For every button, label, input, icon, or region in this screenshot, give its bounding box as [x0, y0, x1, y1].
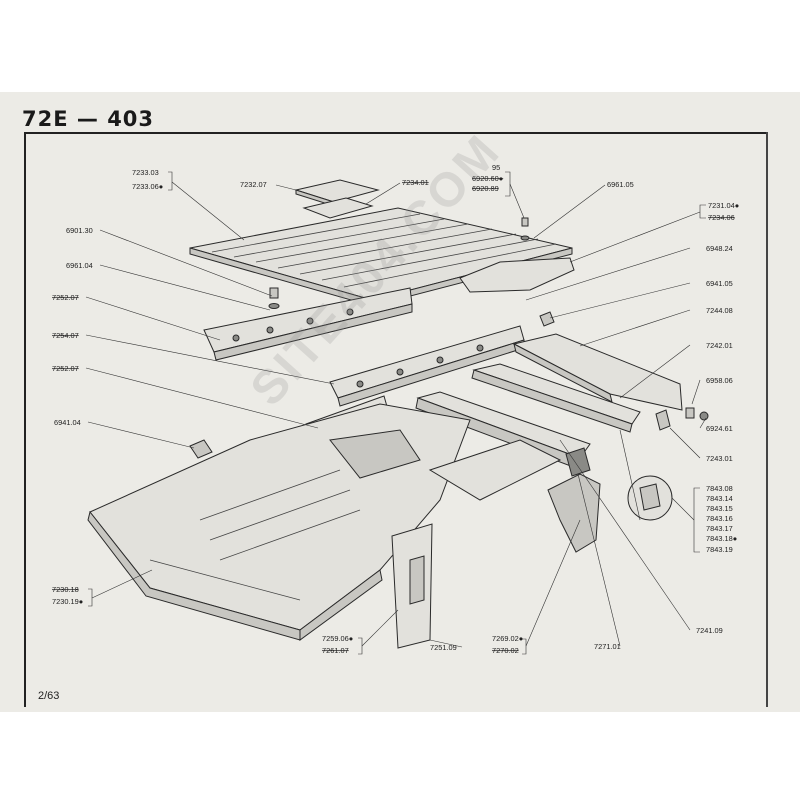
- part-label: 7243.01: [706, 454, 733, 463]
- side-cover-panel: [459, 257, 575, 293]
- jack-support-bracket: [547, 473, 601, 553]
- part-label: 6920.60●: [472, 174, 503, 183]
- detail-callout-circle: [627, 475, 673, 521]
- part-label: 95: [492, 163, 500, 172]
- part-label: 7234.06: [708, 213, 735, 222]
- leader-lines: [85, 171, 707, 655]
- part-label: 7270.02: [492, 646, 519, 655]
- part-label: 7244.08: [706, 306, 733, 315]
- sill-reinforcement-panel: [391, 523, 433, 649]
- part-label: 7241.09: [696, 626, 723, 635]
- part-number-labels: 7233.03 7233.06● 7232.07 7234.01 95 6920…: [52, 163, 739, 655]
- washer-nut: [685, 407, 709, 421]
- part-label: 6948.24: [706, 244, 733, 253]
- part-label: 6961.05: [607, 180, 634, 189]
- part-label: 7230.19●: [52, 597, 83, 606]
- part-label: 7233.06●: [132, 182, 163, 191]
- part-label: 6941.04: [54, 418, 81, 427]
- cross-member-upper: [203, 287, 413, 361]
- part-label: 7259.06●: [322, 634, 353, 643]
- main-floor-pan: [87, 403, 471, 641]
- part-label: 7843.14: [706, 494, 733, 503]
- part-label: 6924.61: [706, 424, 733, 433]
- rear-floor-extension: [428, 439, 562, 501]
- part-label: 7232.07: [240, 180, 267, 189]
- part-label: 7234.01: [402, 178, 429, 187]
- part-label: 6958.06: [706, 376, 733, 385]
- page-number: 2/63: [38, 690, 60, 702]
- support-plate-upper: [294, 179, 380, 207]
- part-label: 7269.02●: [492, 634, 523, 643]
- retaining-clip: [655, 409, 671, 431]
- part-label: 7261.07: [322, 646, 349, 655]
- part-label: 7251.09: [430, 643, 457, 652]
- part-label: 7233.03: [132, 168, 159, 177]
- end-block: [565, 447, 591, 477]
- frame-right-rule: [766, 132, 768, 707]
- frame-top-rule: [24, 132, 768, 134]
- frame-left-rule: [24, 132, 26, 707]
- part-label: 6941.05: [706, 279, 733, 288]
- part-label: 7252.07: [52, 364, 79, 373]
- mounting-bolt: [268, 287, 280, 309]
- part-label: 6920.89: [472, 184, 499, 193]
- small-bracket-right: [539, 311, 555, 327]
- part-label: 7843.08: [706, 484, 733, 493]
- part-label: 6961.04: [66, 261, 93, 270]
- rear-cross-rail: [471, 363, 641, 433]
- part-label: 7254.07: [52, 331, 79, 340]
- part-label: 7230.18: [52, 585, 79, 594]
- part-label: 6901.30: [66, 226, 93, 235]
- part-label: 7843.15: [706, 504, 733, 513]
- part-label: 7843.18●: [706, 534, 737, 543]
- rear-valance-panel: [512, 333, 683, 411]
- part-label: 7843.17: [706, 524, 733, 533]
- support-plate-lower: [302, 197, 374, 219]
- fixing-screw: [520, 217, 530, 241]
- part-label: 7231.04●: [708, 201, 739, 210]
- cross-member-middle: [329, 325, 525, 407]
- page-title: 72E — 403: [22, 107, 155, 131]
- small-bracket-left: [189, 439, 213, 459]
- part-label: 7242.01: [706, 341, 733, 350]
- part-label: 7271.01: [594, 642, 621, 651]
- part-label: 7843.16: [706, 514, 733, 523]
- part-label: 7843.19: [706, 545, 733, 554]
- part-label: 7252.07: [52, 293, 79, 302]
